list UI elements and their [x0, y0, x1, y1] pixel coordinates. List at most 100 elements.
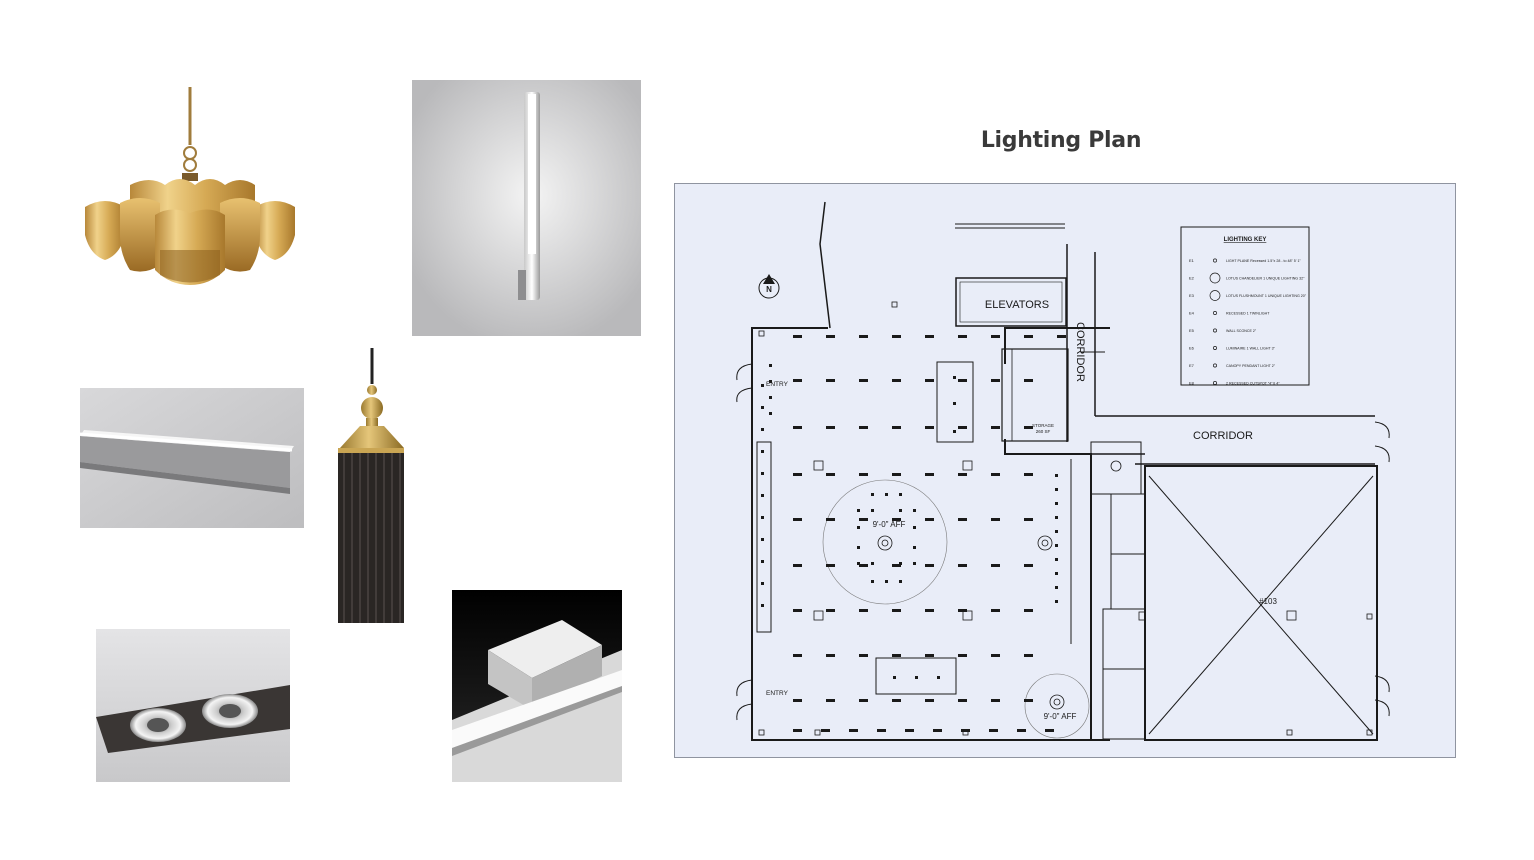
recessed-twin-fixture [826, 335, 835, 338]
recessed-twin-fixture [859, 699, 868, 702]
recessed-twin-fixture [793, 564, 802, 567]
recessed-twin-fixture [859, 518, 868, 521]
recessed-twin-fixture [1024, 335, 1033, 338]
lighting-key-symbol-icon [1213, 381, 1217, 385]
recessed-twin-fixture [958, 335, 967, 338]
elevators-label: ELEVATORS [985, 299, 1049, 311]
wall-sconce-fixture [769, 412, 772, 415]
aff-center-label: 9'-0" AFF [873, 520, 906, 529]
lighting-key-symbol-icon [1213, 346, 1217, 350]
recessed-twin-fixture [793, 654, 802, 657]
lighting-floor-plan: N ELEVATORS CORRIDOR CORRIDOR ENTRY ENTR… [674, 183, 1456, 758]
recessed-twin-fixture [991, 654, 1000, 657]
recessed-twin-fixture [892, 654, 901, 657]
recessed-linear-slot-photo [452, 590, 622, 782]
corridor-vertical-label: CORRIDOR [1074, 322, 1086, 382]
recessed-twin-fixture [793, 699, 802, 702]
recessed-twin-fixture [958, 426, 967, 429]
lighting-key-description: RECESSED 1 TWINLIGHT [1226, 312, 1270, 316]
lighting-key-code: E1 [1189, 258, 1195, 263]
recessed-twin-fixture [793, 518, 802, 521]
canopy-pendant-fixture [871, 580, 874, 583]
recessed-twin-fixture [826, 473, 835, 476]
recessed-twin-fixture [1024, 609, 1033, 612]
wall-sconce-fixture [761, 582, 764, 585]
lighting-key-description: WALL SCONCE 2" [1226, 329, 1257, 333]
lighting-plan-title: Lighting Plan [980, 128, 1142, 153]
pendant-fixture [937, 676, 940, 679]
pendant-fixture [953, 376, 956, 379]
recessed-twin-fixture [991, 699, 1000, 702]
recessed-twin-fixture [859, 473, 868, 476]
recessed-twin-fixture [1024, 473, 1033, 476]
linear-wall-sconce-photo [412, 80, 641, 336]
recessed-twin-fixture [859, 564, 868, 567]
recessed-twin-fixture [989, 729, 998, 732]
canopy-pendant-fixture [899, 509, 902, 512]
entry-bottom-label: ENTRY [766, 690, 789, 697]
recessed-twin-fixture [793, 729, 802, 732]
recessed-twin-fixture [826, 699, 835, 702]
lighting-key-symbol-icon [1209, 272, 1221, 284]
lighting-key-code: E2 [1189, 276, 1195, 281]
wall-sconce-fixture [1055, 488, 1058, 491]
recessed-twin-fixture [991, 518, 1000, 521]
wall-sconce-fixture [761, 538, 764, 541]
lighting-key-description: LUMINAIRE 1 WALL LIGHT 3" [1226, 347, 1276, 351]
canopy-pendant-fixture [913, 526, 916, 529]
lighting-key-description: 2 RECESSED CUTSPOT "4" Il 4" [1226, 382, 1280, 386]
recessed-twin-fixture [925, 609, 934, 612]
canopy-pendant-fixture [899, 580, 902, 583]
wall-sconce-fixture [761, 384, 764, 387]
recessed-twin-fixture [905, 729, 914, 732]
recessed-twin-fixture [958, 564, 967, 567]
lighting-key-code: E5 [1189, 328, 1195, 333]
recessed-twin-fixture [859, 335, 868, 338]
recessed-twin-fixture [1057, 335, 1066, 338]
recessed-twin-fixture [991, 564, 1000, 567]
wall-sconce-fixture [1055, 516, 1058, 519]
lighting-key-description: CANOPY PENDANT LIGHT 2" [1226, 364, 1276, 368]
recessed-twin-fixture [892, 518, 901, 521]
canopy-pendant-fixture [913, 562, 916, 565]
recessed-twin-fixture [892, 473, 901, 476]
lighting-key-description: LOTUS FLUSHMOUNT 1 UNIQUE LIGHTING 20" [1226, 294, 1307, 298]
wall-sconce-fixture [1055, 558, 1058, 561]
storage-area-label: 260 SF [1036, 429, 1051, 434]
recessed-twin-fixture [925, 699, 934, 702]
lighting-key-code: E7 [1189, 363, 1195, 368]
wall-sconce-fixture [1055, 544, 1058, 547]
recessed-twin-fixture [892, 426, 901, 429]
recessed-twin-fixture [961, 729, 970, 732]
canopy-pendant-fixture [857, 546, 860, 549]
wall-sconce-fixture [1055, 600, 1058, 603]
wall-sconce-fixture [1055, 530, 1058, 533]
recessed-twin-fixture [892, 335, 901, 338]
wall-sconce-fixture [761, 516, 764, 519]
storage-label: STORAGE [1032, 423, 1054, 428]
recessed-twin-fixture [859, 609, 868, 612]
recessed-twin-fixture [925, 564, 934, 567]
lighting-key-description: LIGHT PLANE Recessed 1.5"x 28 - to 48" 5… [1226, 259, 1301, 263]
recessed-twin-fixture [892, 699, 901, 702]
wall-sconce-fixture [1055, 474, 1058, 477]
lighting-key-symbol-icon [1213, 311, 1217, 315]
recessed-twin-fixture [1024, 654, 1033, 657]
recessed-twin-fixture [826, 564, 835, 567]
recessed-twin-fixture [859, 379, 868, 382]
recessed-twin-fixture [793, 609, 802, 612]
canopy-pendant-fixture [857, 562, 860, 565]
wall-sconce-fixture [1055, 572, 1058, 575]
lighting-key-symbol-icon [1213, 258, 1217, 263]
recessed-twin-fixture [958, 379, 967, 382]
recessed-twin-fixture [991, 609, 1000, 612]
wall-sconce-fixture [769, 396, 772, 399]
wall-sconce-fixture [761, 472, 764, 475]
recessed-twin-fixture [1024, 699, 1033, 702]
lighting-key-code: E3 [1189, 293, 1195, 298]
canopy-pendant-fixture [899, 493, 902, 496]
wall-sconce-fixture [1055, 586, 1058, 589]
lighting-key-code: E8 [1189, 381, 1195, 386]
canopy-pendant-fixture [899, 562, 902, 565]
recessed-twin-fixture [958, 518, 967, 521]
